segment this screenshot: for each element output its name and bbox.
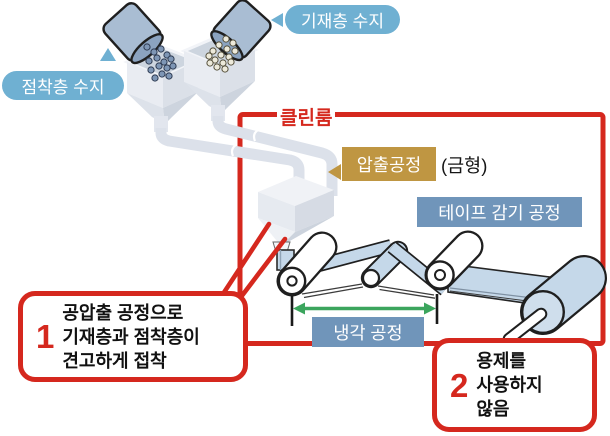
pointer-left-tan-icon xyxy=(328,164,341,180)
pellets-adhesive xyxy=(143,43,177,82)
label-base-resin: 기재층 수지 xyxy=(285,5,400,34)
callout-text: 공압출 공정으로 기재층과 점착층이 견고하게 접착 xyxy=(62,302,200,371)
idler-roller xyxy=(361,268,381,288)
pellets-base xyxy=(205,35,239,73)
feed-pipes xyxy=(155,115,338,196)
label-tape-winding-process: 테이프 감기 공정 xyxy=(417,197,582,227)
roller-2 xyxy=(424,230,484,291)
callout-number: 1 xyxy=(36,318,55,355)
label-cooling-process: 냉각 공정 xyxy=(312,317,424,347)
roller-1 xyxy=(276,231,338,297)
callout1-leader-lines xyxy=(218,221,288,300)
cooling-span-arrow xyxy=(290,294,439,326)
cleanroom-title: 클린룸 xyxy=(277,103,336,130)
label-adhesive-resin: 점착층 수지 xyxy=(2,71,124,100)
label-mold: (금형) xyxy=(441,155,488,176)
extrusion-die xyxy=(258,176,334,253)
callout-coextrusion: 1 공압출 공정으로 기재층과 점착층이 견고하게 접착 xyxy=(18,291,248,382)
winding-roll xyxy=(502,255,607,346)
pointer-left-icon xyxy=(271,13,283,27)
callout-no-solvent: 2 용제를 사용하지 않음 xyxy=(432,338,597,432)
callout-number: 2 xyxy=(450,366,469,404)
label-extrusion-process: 압출공정 xyxy=(342,147,436,181)
pointer-up-icon xyxy=(100,48,116,61)
callout-text: 용제를 사용하지 않음 xyxy=(476,351,543,419)
